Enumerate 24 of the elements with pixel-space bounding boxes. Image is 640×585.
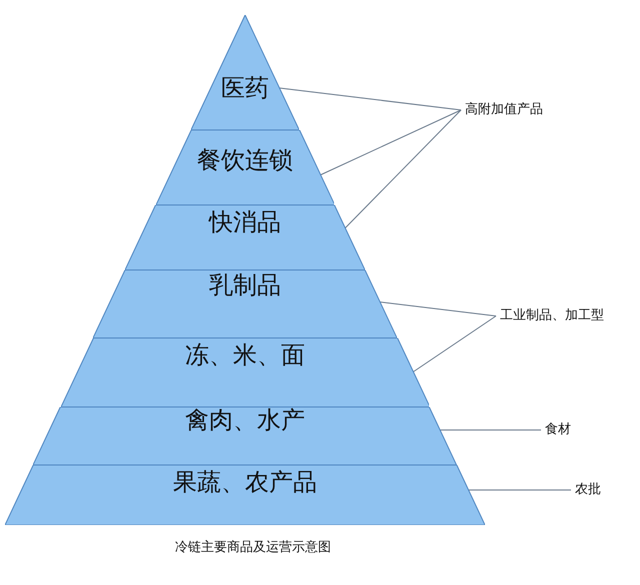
pyramid-tier	[60, 338, 430, 407]
tier-label: 医药	[220, 74, 269, 102]
leader-line	[344, 110, 462, 228]
leader-line	[278, 88, 462, 110]
pyramid-tier	[5, 465, 485, 525]
pyramid-tier	[33, 407, 457, 465]
tier-label: 冻、米、面	[184, 341, 305, 369]
pyramid-tier	[156, 130, 334, 205]
pyramid-tier	[125, 205, 365, 270]
tier-label: 餐饮连锁	[196, 146, 293, 174]
leader-line	[412, 316, 496, 372]
category-label: 食材	[545, 422, 571, 438]
category-label: 工业制品、加工型	[500, 308, 604, 324]
tier-label: 果蔬、农产品	[173, 468, 317, 496]
caption: 冷链主要商品及运营示意图	[175, 539, 331, 556]
pyramid-tier	[93, 270, 397, 338]
tier-label: 乳制品	[209, 271, 281, 299]
category-label: 农批	[575, 482, 601, 498]
pyramid-apex	[190, 15, 300, 130]
leader-line	[380, 302, 496, 316]
leader-line	[320, 110, 462, 176]
tier-label: 禽肉、水产	[184, 406, 305, 434]
category-label: 高附加值产品	[465, 102, 543, 118]
tier-label: 快消品	[209, 208, 281, 236]
